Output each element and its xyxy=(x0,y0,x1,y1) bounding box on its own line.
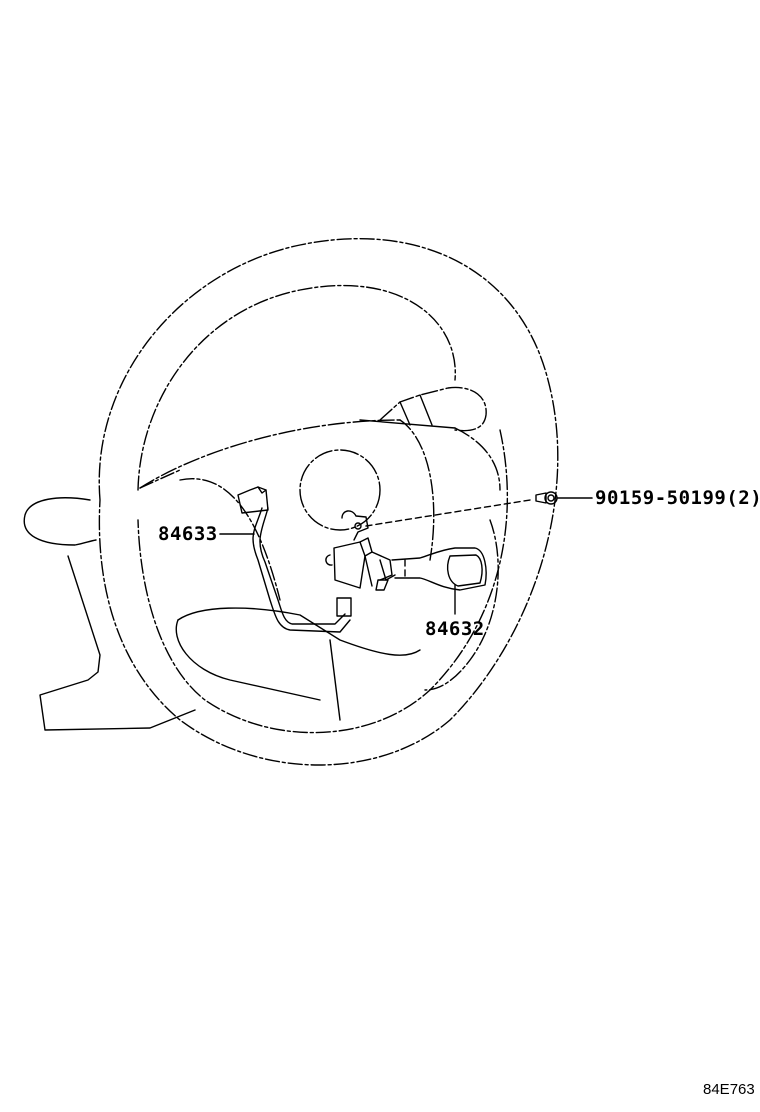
reference-code: 84E763 xyxy=(703,1081,755,1098)
steering-wheel-rim xyxy=(98,238,559,766)
steering-column xyxy=(23,497,196,731)
center-hub xyxy=(139,419,435,721)
screw-90159-50199 xyxy=(535,491,558,505)
callout-84632[interactable]: 84632 xyxy=(425,618,485,640)
steering-switch-84632 xyxy=(325,510,487,591)
wire-harness-84633 xyxy=(237,486,352,633)
callout-84633[interactable]: 84633 xyxy=(158,523,218,545)
leader-lines xyxy=(219,497,593,615)
upper-spoke xyxy=(359,386,501,491)
callout-90159-50199[interactable]: 90159-50199(2) xyxy=(595,487,760,509)
right-lower-spoke xyxy=(424,519,499,691)
